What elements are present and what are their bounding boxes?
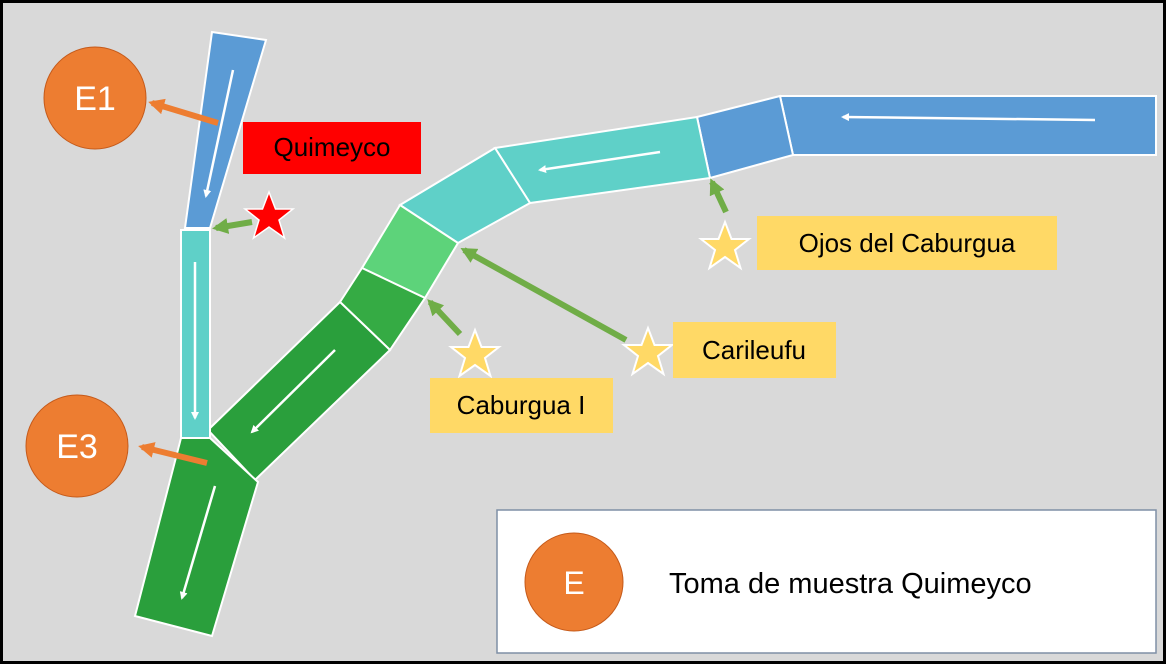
quimeyco-label-box [243, 122, 421, 174]
discharge-arrow-caburgua [427, 299, 463, 337]
caburgua-label: Caburgua I [457, 390, 586, 420]
station-e3-label: E3 [56, 428, 98, 466]
red-star-icon [242, 189, 296, 240]
flow-arrow-green [250, 349, 336, 434]
legend: E Toma de muestra Quimeyco [496, 509, 1157, 654]
station-e3: E3 [25, 394, 129, 498]
caburgua-label-box [430, 378, 613, 433]
legend-symbol-label: E [563, 565, 584, 601]
orange-circle-icon [25, 394, 129, 498]
station-e1: E1 [43, 46, 147, 150]
flow-arrow-downstream [179, 485, 217, 600]
carileufu-label-box [673, 322, 836, 378]
ojos-label: Ojos del Caburgua [799, 228, 1016, 258]
sampling-arrow-e3 [138, 442, 208, 466]
quimeyco-label: Quimeyco [273, 132, 390, 162]
sampling-arrow-e1 [148, 98, 219, 126]
flow-arrow-teal [538, 150, 661, 174]
discharge-arrow-carileufu [460, 247, 628, 343]
flow-arrow-blue [841, 113, 1096, 122]
river-segment-downstream [133, 437, 260, 638]
yellow-star-icon-ojos [698, 219, 752, 271]
orange-circle-icon [524, 532, 624, 632]
yellow-star-icon-carileufu [621, 325, 675, 377]
legend-text: Toma de muestra Quimeyco [669, 568, 1032, 600]
tributary-segment-blue [183, 30, 268, 229]
discharge-arrow-ojos [709, 178, 729, 214]
river-segment-dark-green [206, 300, 392, 482]
orange-circle-icon [43, 46, 147, 150]
yellow-star-icon-caburgua [448, 327, 502, 379]
station-e1-label: E1 [74, 80, 116, 118]
ojos-label-box [757, 216, 1057, 270]
river-segment-blue-upstream [778, 95, 1157, 156]
carileufu-label: Carileufu [702, 335, 806, 365]
discharge-arrow-quimeyco [212, 218, 253, 234]
flow-arrow-tributary-blue [203, 69, 235, 198]
